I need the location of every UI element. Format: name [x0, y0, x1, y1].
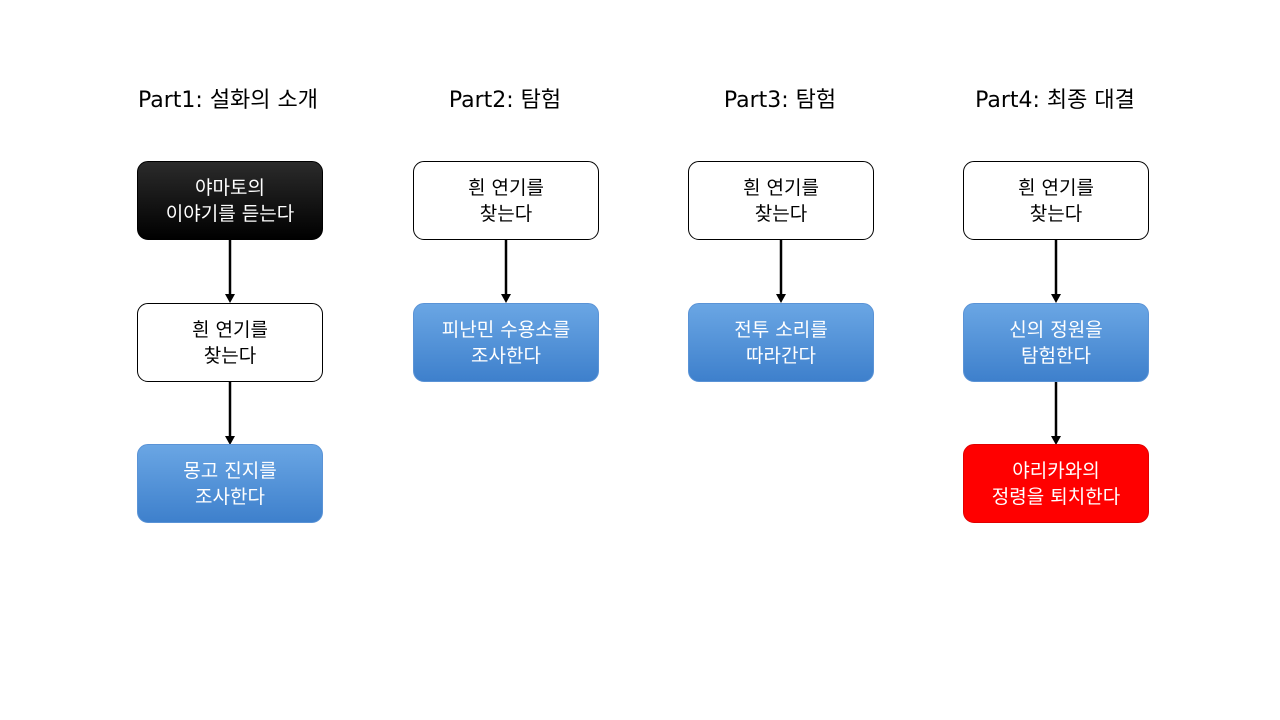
part3-step2-label: 전투 소리를 따라간다: [734, 318, 828, 367]
part4-arrow-2: [1051, 382, 1061, 445]
part1-step3-box: 몽고 진지를 조사한다: [137, 444, 323, 523]
part1-step2-label: 흰 연기를 찾는다: [192, 318, 268, 367]
part4-step1-box: 흰 연기를 찾는다: [963, 161, 1149, 240]
part2-arrow-1: [501, 240, 511, 303]
part1-step1-box: 야마토의 이야기를 듣는다: [137, 161, 323, 240]
part2-step1-box: 흰 연기를 찾는다: [413, 161, 599, 240]
part2-title: Part2: 탐험: [448, 88, 562, 113]
part2-step2-label: 피난민 수용소를 조사한다: [441, 318, 571, 367]
part4-step3-label: 야리카와의 정령을 퇴치한다: [991, 459, 1121, 508]
part1-step3-label: 몽고 진지를 조사한다: [183, 459, 277, 508]
part3-step1-label: 흰 연기를 찾는다: [743, 176, 819, 225]
part1-arrow-2: [225, 382, 235, 445]
part4-title: Part4: 최종 대결: [975, 88, 1135, 113]
part1-step2-box: 흰 연기를 찾는다: [137, 303, 323, 382]
part4-step3-box: 야리카와의 정령을 퇴치한다: [963, 444, 1149, 523]
part4-step2-label: 신의 정원을 탐험한다: [1009, 318, 1103, 367]
part4-step2-box: 신의 정원을 탐험한다: [963, 303, 1149, 382]
part1-title: Part1: 설화의 소개: [137, 88, 319, 113]
part2-step1-label: 흰 연기를 찾는다: [468, 176, 544, 225]
part1-arrow-1: [225, 240, 235, 303]
part3-step2-box: 전투 소리를 따라간다: [688, 303, 874, 382]
part3-title: Part3: 탐험: [723, 88, 837, 113]
part4-arrow-1: [1051, 240, 1061, 303]
part4-step1-label: 흰 연기를 찾는다: [1018, 176, 1094, 225]
part3-arrow-1: [776, 240, 786, 303]
part1-step1-label: 야마토의 이야기를 듣는다: [165, 176, 295, 225]
part2-step2-box: 피난민 수용소를 조사한다: [413, 303, 599, 382]
part3-step1-box: 흰 연기를 찾는다: [688, 161, 874, 240]
